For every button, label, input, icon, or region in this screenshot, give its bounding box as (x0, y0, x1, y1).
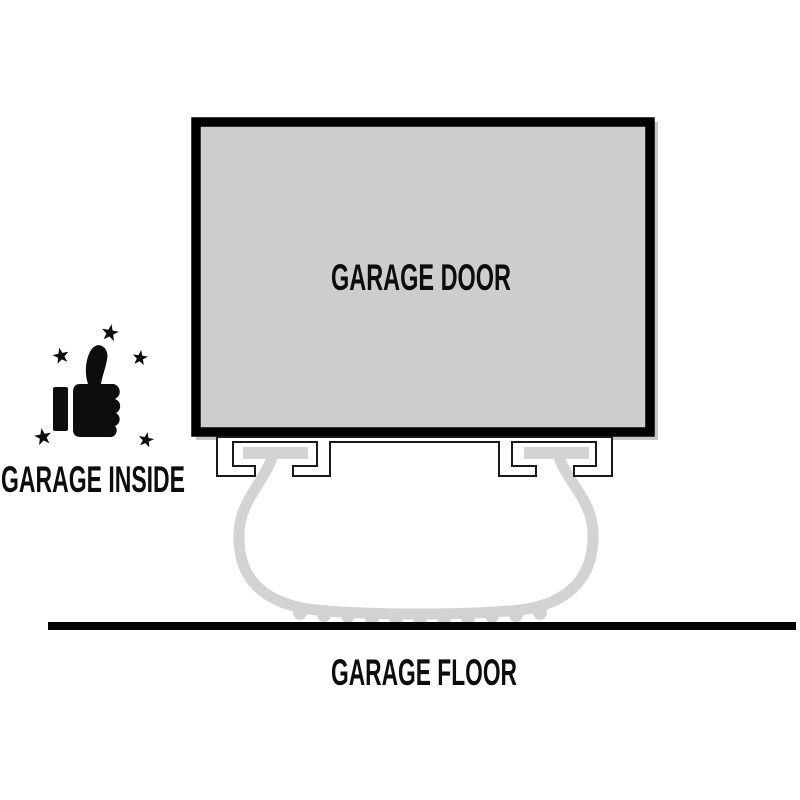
seal-rib (461, 611, 475, 625)
garage-door-label: GARAGE DOOR (331, 257, 511, 298)
thumbs-up-hand (73, 345, 121, 438)
seal-t-inserts (243, 447, 589, 459)
seal-rib (485, 609, 499, 623)
star-icon (131, 348, 149, 366)
star-icon (100, 322, 120, 342)
seal-rib (533, 606, 547, 620)
garage-door-panel (191, 117, 655, 437)
thumbs-up-cuff (53, 387, 68, 431)
thumbs-up-icon (33, 322, 156, 449)
seal-bulb-loop (233, 451, 599, 620)
seal-rib (317, 608, 331, 622)
star-icon (137, 430, 156, 449)
seal-rib (293, 606, 307, 620)
garage-inside-label: GARAGE INSIDE (1, 459, 185, 500)
seal-retainer-track (216, 436, 613, 477)
seal-rib (365, 611, 379, 625)
seal-rib (509, 608, 523, 622)
star-icon (51, 345, 71, 365)
star-icon (33, 426, 53, 446)
garage-floor-line (48, 622, 796, 630)
garage-floor-label: GARAGE FLOOR (331, 652, 517, 693)
seal-rib (341, 609, 355, 623)
